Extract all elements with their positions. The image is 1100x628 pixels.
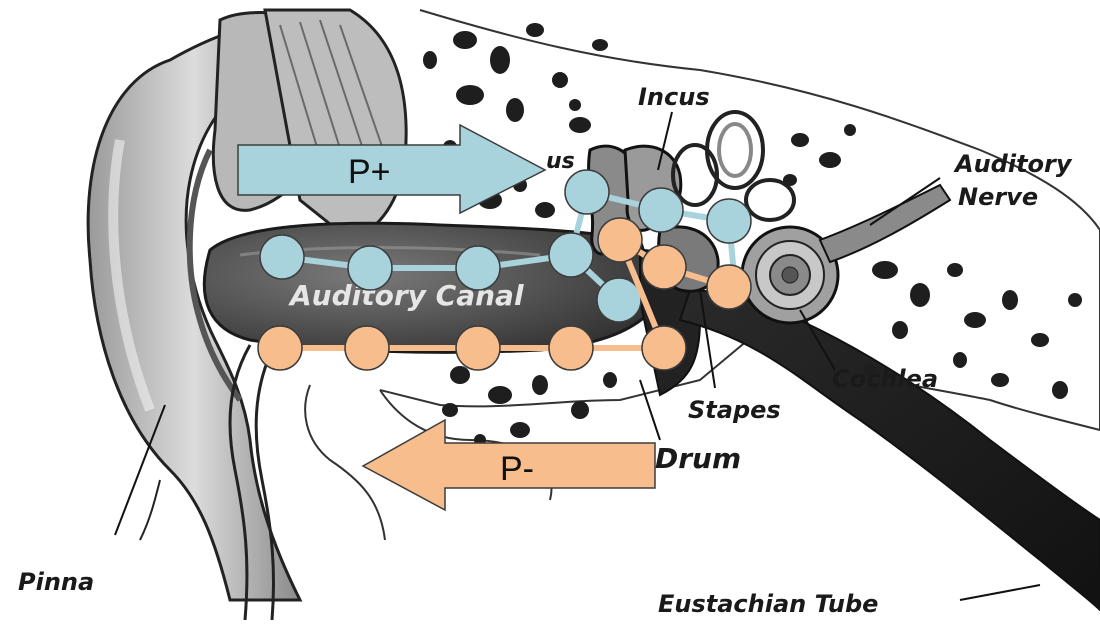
blue-particle xyxy=(565,170,609,214)
label-eustachian-tube: Eustachian Tube xyxy=(658,590,878,618)
label-drum: Drum xyxy=(655,442,741,475)
blue-particle xyxy=(639,188,683,232)
blue-particle xyxy=(549,233,593,277)
label-incus: Incus xyxy=(638,83,710,111)
orange-particle xyxy=(598,218,642,262)
label-auditory-nerve-line1: Auditory xyxy=(953,150,1073,178)
blue-particle xyxy=(348,246,392,290)
auditory-nerve-shape xyxy=(820,185,950,262)
orange-particle xyxy=(642,245,686,289)
blue-particle xyxy=(456,246,500,290)
label-cochlea: Cochlea xyxy=(832,365,938,393)
label-malleus-partial: us xyxy=(546,149,575,174)
orange-particle xyxy=(642,326,686,370)
blue-particle xyxy=(597,278,641,322)
blue-particle xyxy=(707,199,751,243)
p-minus-arrow: P- xyxy=(363,420,655,510)
label-stapes: Stapes xyxy=(688,396,781,424)
label-pinna: Pinna xyxy=(18,568,94,596)
orange-particle xyxy=(549,326,593,370)
orange-particle xyxy=(258,326,302,370)
orange-particle xyxy=(456,326,500,370)
p-plus-label: P+ xyxy=(348,153,391,191)
p-minus-label: P- xyxy=(500,450,534,488)
orange-particle xyxy=(707,265,751,309)
label-auditory-nerve-line2: Nerve xyxy=(958,183,1038,211)
orange-particle xyxy=(345,326,389,370)
blue-particle xyxy=(260,235,304,279)
